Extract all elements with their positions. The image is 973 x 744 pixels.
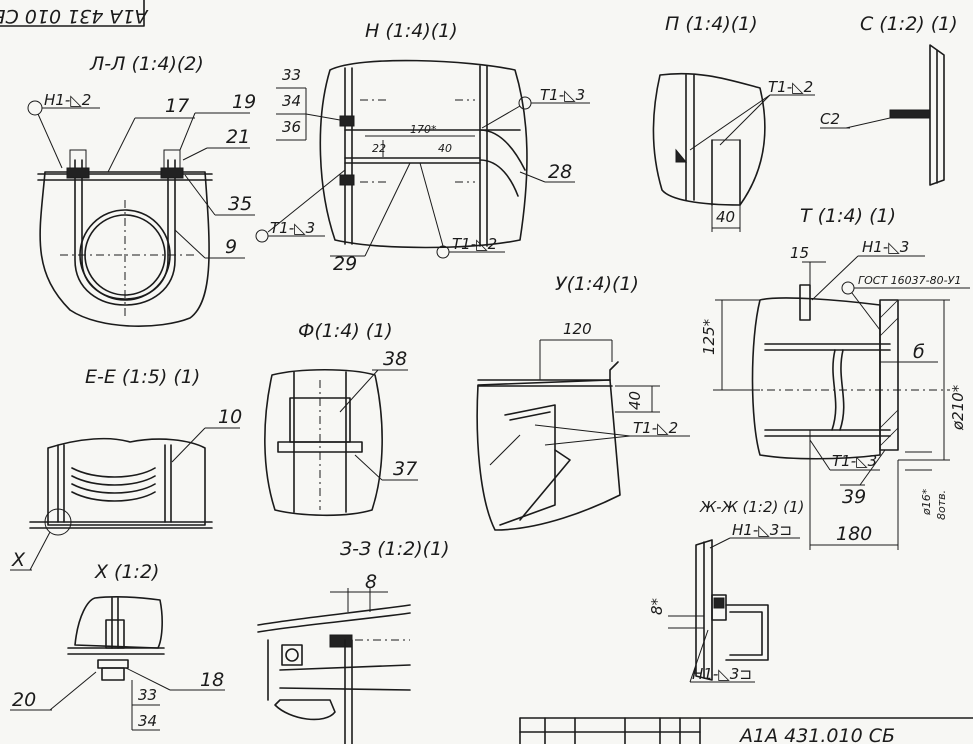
view-t-dim-180: 180: [836, 523, 872, 545]
view-u: У(1:4)(1) 120 40 Т1-◺2: [476, 273, 690, 531]
view-n-weld-top: Т1-◺3: [540, 86, 585, 104]
view-u-title: У(1:4)(1): [555, 273, 639, 295]
part-19: 19: [232, 91, 256, 113]
part-35: 35: [228, 193, 252, 215]
view-x: Х (1:2) 20 18 33 34: [10, 561, 225, 731]
view-t-dim-210: ø210*: [949, 384, 967, 431]
view-n-weld-left: Т1-◺3: [270, 219, 315, 237]
view-zz: З-З (1:2)(1) 8: [257, 538, 450, 744]
view-u-dim-120: 120: [563, 320, 592, 338]
view-u-dim-40: 40: [626, 391, 644, 410]
dim-170: 170*: [410, 123, 437, 136]
view-ll-weld: Н1-◺2: [44, 91, 91, 109]
view-c-title: С (1:2) (1): [860, 13, 958, 35]
part-17: 17: [165, 95, 189, 117]
view-p-title: П (1:4)(1): [665, 13, 758, 35]
view-zh: Ж-Ж (1:2) (1) Н1-◺3⊐ 8* Н1-◺3⊐: [648, 498, 804, 683]
part-20: 20: [12, 689, 36, 711]
top-stamp: А1А 431 010 СБ: [0, 0, 150, 27]
view-t-dim-b: б: [913, 341, 925, 363]
part-38: 38: [383, 348, 407, 370]
view-zz-dim: 8: [365, 571, 377, 593]
dim-22: 22: [372, 142, 386, 155]
view-f-title: Ф(1:4) (1): [298, 320, 393, 342]
view-n: Н (1:4)(1) 170* 22 40 33 34 36 Т1-◺3: [255, 20, 590, 275]
part-37: 37: [393, 458, 417, 480]
part-39: 39: [842, 486, 866, 508]
part-34: 34: [282, 92, 301, 110]
top-stamp-text: А1А 431 010 СБ: [0, 5, 150, 27]
view-t-dim-125: 125*: [700, 318, 718, 355]
view-n-title: Н (1:4)(1): [365, 20, 458, 42]
part-9: 9: [225, 236, 237, 258]
view-ee-mark: Х: [11, 549, 26, 571]
view-zh-dim-8: 8*: [648, 597, 666, 615]
view-zh-weld-top: Н1-◺3⊐: [732, 521, 792, 539]
view-ll-title: Л-Л (1:4)(2): [89, 53, 204, 75]
view-c: С (1:2) (1) С2: [820, 13, 958, 186]
view-f: Ф(1:4) (1) 38 37: [264, 320, 418, 517]
part-28: 28: [548, 161, 572, 183]
part-34-x: 34: [138, 712, 157, 730]
part-10: 10: [218, 406, 242, 428]
view-t: Т (1:4) (1) 15 Н1-◺3 ГОСТ 16037-80-У1 12…: [700, 205, 970, 550]
view-t-weld-top: Н1-◺3: [862, 238, 909, 256]
view-t-weld-bottom: Т1-◺3: [832, 452, 877, 470]
view-x-title: Х (1:2): [94, 561, 159, 583]
view-zh-title: Ж-Ж (1:2) (1): [699, 498, 804, 516]
view-t-title: Т (1:4) (1): [800, 205, 896, 227]
part-29: 29: [333, 253, 357, 275]
part-36: 36: [282, 118, 301, 136]
title-block-code: А1А 431.010 СБ: [738, 725, 895, 744]
view-zh-weld-bottom: Н1-◺3⊐: [692, 665, 752, 683]
view-ee-title: Е-Е (1:5) (1): [85, 366, 200, 388]
view-c-weld: С2: [820, 110, 840, 128]
view-u-weld: Т1-◺2: [633, 419, 678, 437]
part-18: 18: [200, 669, 224, 691]
part-21: 21: [226, 126, 250, 148]
dim-40-n: 40: [438, 142, 452, 155]
part-33: 33: [282, 66, 301, 84]
view-t-dim-16: ø16*: [920, 488, 933, 516]
part-33-x: 33: [138, 686, 157, 704]
view-t-gost: ГОСТ 16037-80-У1: [858, 274, 961, 287]
view-p-dim: 40: [716, 208, 735, 226]
view-n-weld-bottom: Т1-◺2: [452, 235, 497, 253]
view-zz-title: З-З (1:2)(1): [340, 538, 450, 560]
title-block: А1А 431.010 СБ: [519, 717, 973, 744]
view-p-weld: Т1-◺2: [768, 78, 813, 96]
view-t-dim-15: 15: [790, 244, 809, 262]
view-ee: Е-Е (1:5) (1) 10 Х: [10, 366, 242, 571]
view-ll: Л-Л (1:4)(2) Н1-◺2 17 19 21 35 9: [27, 53, 256, 327]
view-t-holes: 8отв.: [935, 490, 948, 520]
view-p: П (1:4)(1) Т1-◺2 40: [652, 13, 815, 232]
